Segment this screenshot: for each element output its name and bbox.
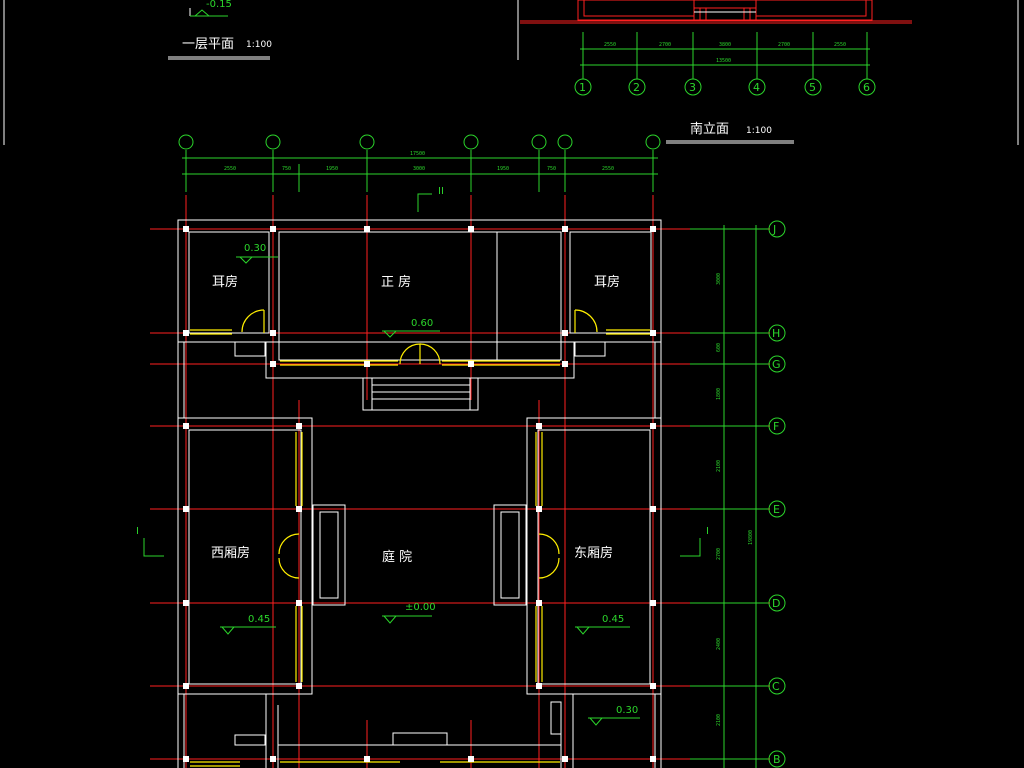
plan-title: 一层平面: [182, 37, 234, 52]
section-mark-label: II: [438, 186, 444, 197]
plan-dim-1: 2550: [224, 166, 236, 172]
side-dim-5: 2700: [716, 548, 722, 560]
elev-dim-2: 2700: [659, 42, 671, 48]
plan-dim-5: 1950: [497, 166, 509, 172]
side-dim-7: 2100: [716, 714, 722, 726]
axis-F: F: [773, 420, 779, 433]
room-west: 西厢房: [211, 545, 250, 561]
floor-plan: 17500 2550 750 1950 3000 1950 750 2550 I…: [136, 134, 786, 768]
elev-dim-total: 13500: [716, 58, 731, 64]
prev-plan-title-block: -0.15 一层平面 1:100: [3, 0, 1019, 145]
south-elevation: 2550 2700 3800 2700 2550 13500 1 2 3 4 5…: [520, 0, 912, 144]
room-ear-left: 耳房: [212, 274, 238, 290]
elev-title: 南立面: [690, 121, 729, 137]
side-dim-total: 19800: [748, 530, 754, 545]
plan-dim-2: 750: [282, 166, 291, 172]
plan-dim-total: 17500: [410, 151, 425, 157]
elev-dim-5: 2550: [834, 42, 846, 48]
section-mark-right: I: [706, 526, 709, 537]
plan-top-dimensions: 17500 2550 750 1950 3000 1950 750 2550: [178, 134, 661, 192]
elev-dim-4: 2700: [778, 42, 790, 48]
elev-ear: 0.30: [244, 243, 266, 254]
plan-axis-bubbles: J H G F E D C B: [768, 220, 786, 768]
section-mark-left: I: [136, 526, 139, 537]
elev-scale: 1:100: [746, 126, 772, 136]
room-main: 正 房: [381, 274, 411, 290]
elev-axis-4: 4: [753, 81, 760, 94]
side-dim-3: 1800: [716, 388, 722, 400]
elev-south: 0.30: [616, 705, 638, 716]
plan-top-elevation: -0.15: [206, 0, 232, 10]
elev-axis-3: 3: [689, 81, 696, 94]
room-ear-right: 耳房: [594, 274, 620, 290]
red-grid-lines: [150, 195, 770, 768]
elev-axis-6: 6: [863, 81, 870, 94]
axis-D: D: [772, 597, 780, 610]
walls: [177, 219, 662, 768]
section-mark-sides: I I: [136, 526, 709, 557]
axis-C: C: [772, 680, 780, 693]
side-dim-1: 3000: [716, 273, 722, 285]
plan-dim-6: 750: [547, 166, 556, 172]
axis-G: G: [772, 358, 781, 371]
axis-B: B: [773, 753, 781, 766]
side-dim-4: 2100: [716, 460, 722, 472]
elev-court: ±0.00: [405, 602, 436, 613]
elevation-marks: 0.30 0.60 0.45 0.45 ±0.00 0.30: [220, 243, 640, 726]
elev-axis-1: 1: [579, 81, 586, 94]
room-east: 东厢房: [574, 545, 613, 561]
section-mark-top: II: [417, 186, 444, 212]
elev-dim-1: 2550: [604, 42, 616, 48]
plan-side-dimensions: 3000 600 1800 2100 2700 2400 2100 19800: [690, 225, 768, 768]
room-courtyard: 庭 院: [382, 549, 412, 565]
side-dim-2: 600: [716, 343, 722, 352]
column-markers: [183, 226, 656, 762]
plan-scale: 1:100: [246, 40, 272, 50]
elev-axis-5: 5: [809, 81, 816, 94]
plan-dim-7: 2550: [602, 166, 614, 172]
plan-dim-4: 3000: [413, 166, 425, 172]
axis-H: H: [772, 327, 780, 340]
plan-dim-3: 1950: [326, 166, 338, 172]
elev-east: 0.45: [602, 614, 624, 625]
elev-axis-bubbles: 1 2 3 4 5 6: [574, 78, 876, 96]
elev-axis-2: 2: [633, 81, 640, 94]
side-dim-6: 2400: [716, 638, 722, 650]
elev-dim-3: 3800: [719, 42, 731, 48]
elev-main: 0.60: [411, 318, 433, 329]
windows-doors: [190, 309, 650, 767]
axis-J: J: [772, 223, 776, 236]
elev-west: 0.45: [248, 614, 270, 625]
axis-E: E: [773, 503, 780, 516]
